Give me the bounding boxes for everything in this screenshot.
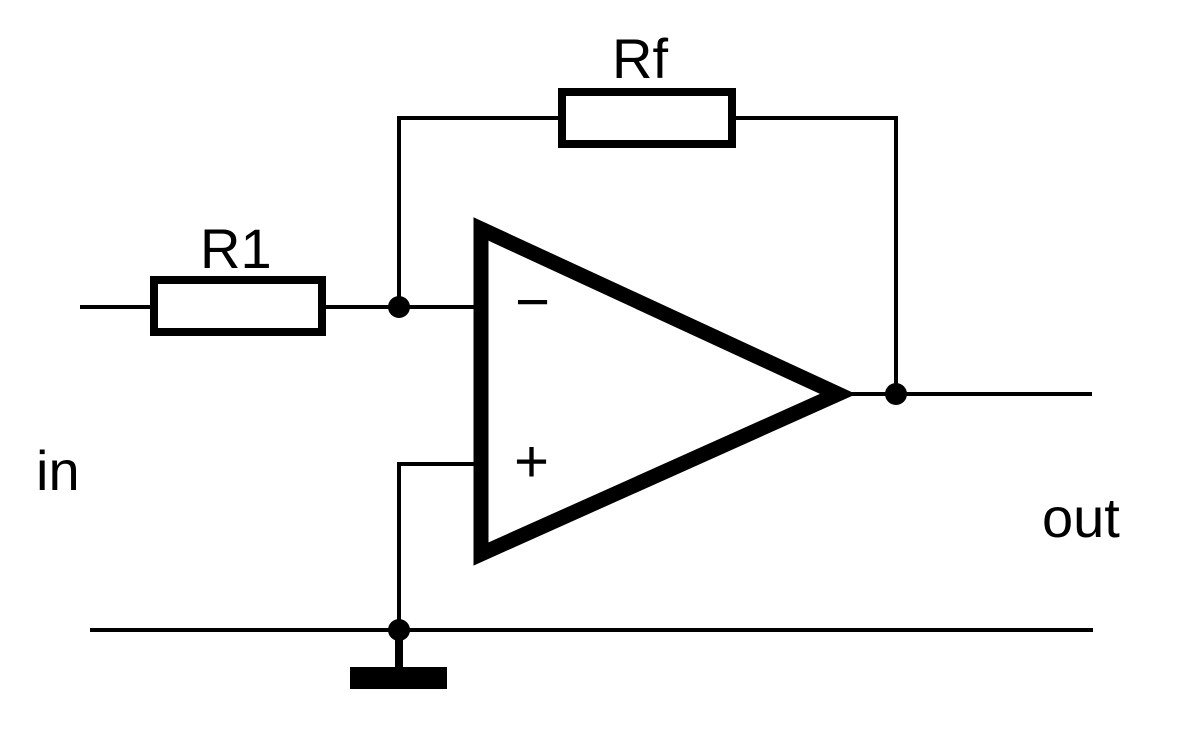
opamp-triangle [473,217,857,566]
noninverting-input-symbol: + [514,428,549,495]
output-label: out [1042,486,1120,549]
r1-label: R1 [200,217,272,280]
inverting-input-symbol: − [515,268,550,335]
input-label: in [36,439,80,502]
feedback-left-wire [397,116,560,307]
ground-symbol [350,667,447,689]
rf-resistor [558,88,736,148]
rf-label: Rf [612,27,668,90]
noninverting-input-wire [397,462,478,630]
output-node-dot [885,383,907,405]
r1-resistor [150,276,326,336]
inverting-node-dot [388,296,410,318]
ground-node-dot [388,619,410,641]
feedback-right-wire [734,116,898,394]
